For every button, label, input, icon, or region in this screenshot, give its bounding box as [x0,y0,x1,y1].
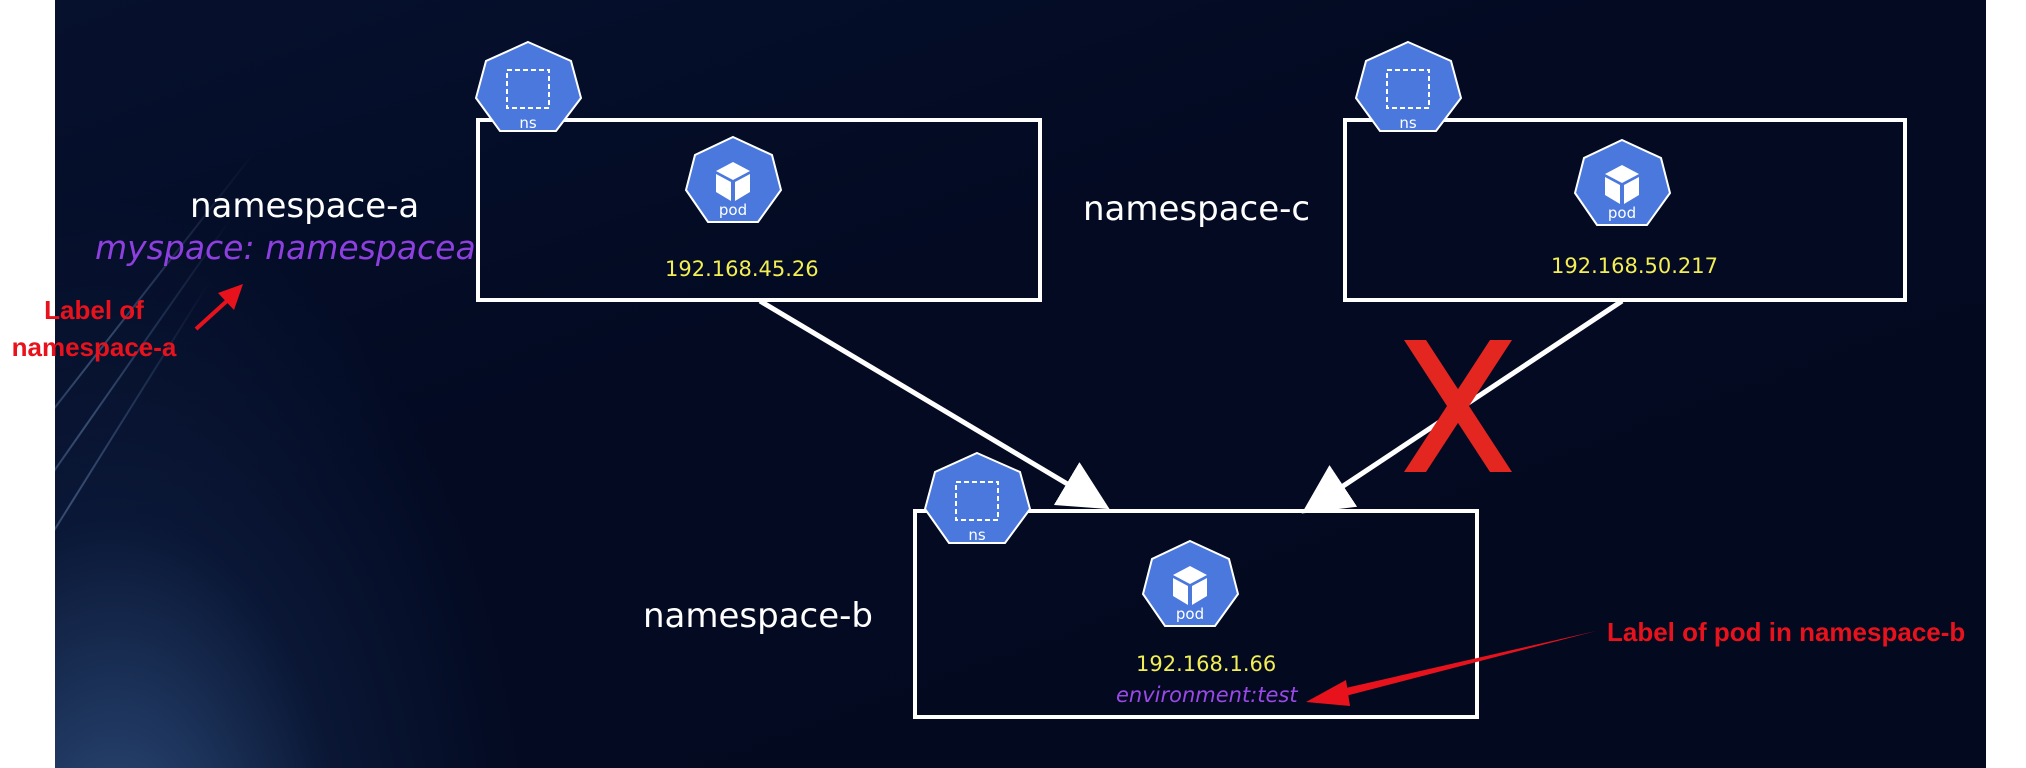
slide-background [55,0,1986,768]
pod-a-icon-caption: pod [718,201,748,219]
namespace-c-box [1343,118,1907,302]
kubernetes-pod-icon [684,135,783,223]
kubernetes-pod-icon [1573,138,1672,226]
annotation-pod-b-label: Label of pod in namespace-b [1607,617,1966,647]
namespace-a-box [476,118,1042,302]
annotation-arrow-ns-a [194,284,243,331]
kubernetes-namespace-icon [923,451,1032,544]
namespace-a-name: namespace-a [190,186,420,226]
annotation-arrow-pod-b [1306,631,1596,706]
annotation-line: Label of [44,295,144,325]
kubernetes-pod-icon [1141,539,1240,627]
pod-c-icon-caption: pod [1607,204,1637,222]
namespace-b-box [913,509,1479,719]
namespace-a-label: myspace: namespacea [95,228,476,267]
namespace-c-icon-caption: ns [1399,114,1417,132]
annotation-line: namespace-a [11,332,177,362]
namespace-c-name: namespace-c [1083,189,1311,229]
annotation-namespace-a-label: Label of namespace-a [4,292,184,366]
namespace-b-name: namespace-b [643,596,874,636]
namespace-a-icon-caption: ns [519,114,537,132]
red-x-icon [1404,340,1512,472]
pod-b-icon-caption: pod [1175,605,1205,623]
pod-c-ip: 192.168.50.217 [1551,254,1718,278]
namespace-b-icon-caption: ns [968,526,986,544]
kubernetes-namespace-icon [474,40,583,132]
pod-b-label: environment:test [1116,683,1298,707]
kubernetes-namespace-icon [1354,40,1463,132]
arrow-a-to-b [758,298,1110,510]
pod-b-ip: 192.168.1.66 [1136,652,1277,676]
pod-a-ip: 192.168.45.26 [665,257,819,281]
